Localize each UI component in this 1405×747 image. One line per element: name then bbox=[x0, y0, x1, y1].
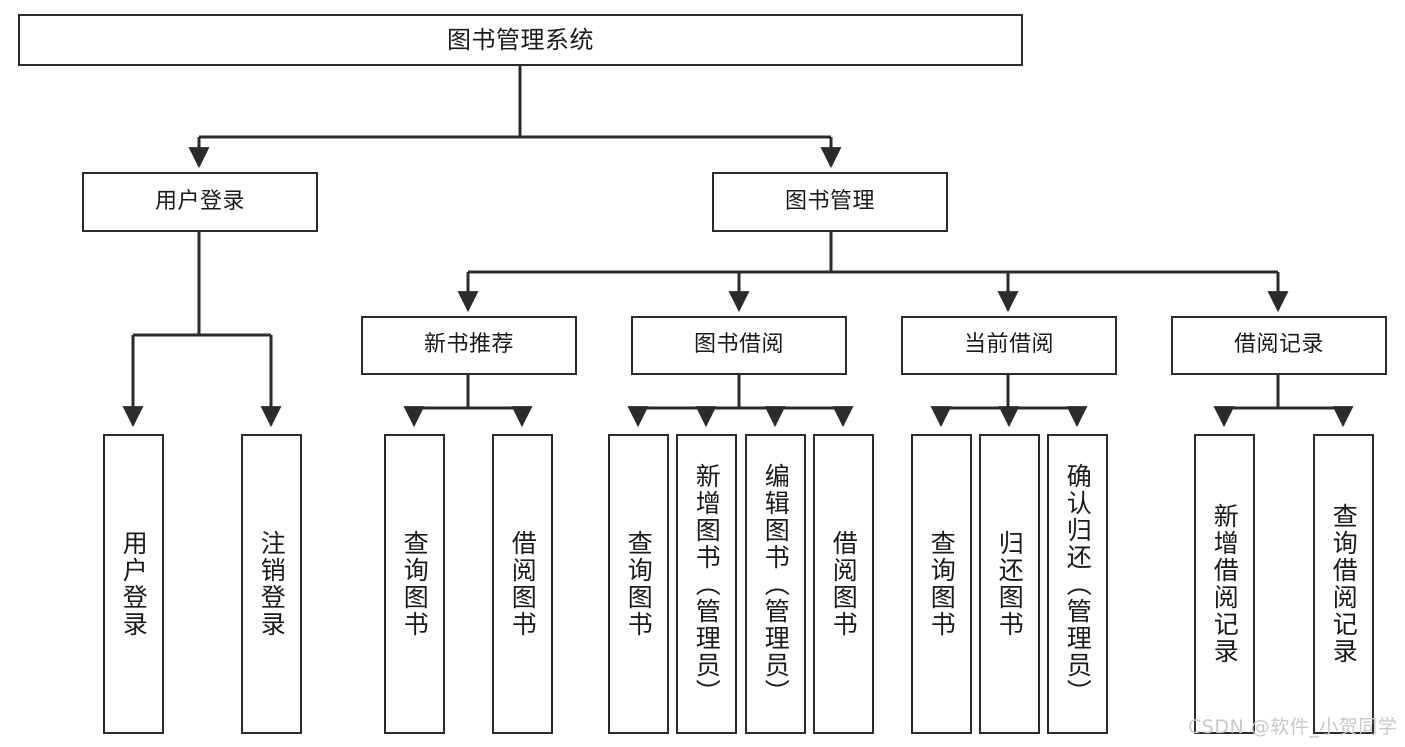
node-leaf-add-record[interactable]: 新增借阅记录 bbox=[1194, 434, 1255, 734]
node-label: 查询图书 bbox=[624, 530, 654, 638]
node-current-borrow[interactable]: 当前借阅 bbox=[901, 316, 1117, 375]
node-leaf-add-book[interactable]: 新增图书（管理员） bbox=[676, 434, 737, 734]
node-leaf-query-book-2[interactable]: 查询图书 bbox=[608, 434, 669, 734]
node-root-book-management-system[interactable]: 图书管理系统 bbox=[18, 14, 1023, 66]
node-label: 编辑图书（管理员） bbox=[761, 462, 791, 706]
node-borrow-record[interactable]: 借阅记录 bbox=[1171, 316, 1387, 375]
node-label: 图书借阅 bbox=[693, 332, 784, 358]
node-label: 图书管理系统 bbox=[447, 25, 594, 54]
node-label: 借阅记录 bbox=[1233, 332, 1324, 358]
node-leaf-borrow-book-2[interactable]: 借阅图书 bbox=[813, 434, 874, 734]
node-label: 当前借阅 bbox=[963, 332, 1054, 358]
node-label: 确认归还（管理员） bbox=[1063, 462, 1093, 706]
node-label: 查询图书 bbox=[400, 530, 430, 638]
node-user-login[interactable]: 用户登录 bbox=[82, 172, 318, 232]
node-leaf-edit-book[interactable]: 编辑图书（管理员） bbox=[745, 434, 806, 734]
node-label: 新增图书（管理员） bbox=[692, 462, 722, 706]
node-label: 查询借阅记录 bbox=[1329, 503, 1359, 665]
node-leaf-confirm-return[interactable]: 确认归还（管理员） bbox=[1047, 434, 1108, 734]
node-label: 注销登录 bbox=[257, 530, 287, 638]
node-leaf-logout-login[interactable]: 注销登录 bbox=[241, 434, 302, 734]
node-label: 借阅图书 bbox=[508, 530, 538, 638]
node-label: 用户登录 bbox=[119, 530, 149, 638]
node-leaf-return-book[interactable]: 归还图书 bbox=[979, 434, 1040, 734]
node-leaf-borrow-book-1[interactable]: 借阅图书 bbox=[492, 434, 553, 734]
node-label: 图书管理 bbox=[784, 188, 875, 214]
node-book-borrow[interactable]: 图书借阅 bbox=[631, 316, 847, 375]
node-label: 新增借阅记录 bbox=[1210, 503, 1240, 665]
node-label: 用户登录 bbox=[154, 188, 245, 214]
node-leaf-user-login[interactable]: 用户登录 bbox=[103, 434, 164, 734]
node-book-management[interactable]: 图书管理 bbox=[712, 172, 948, 232]
node-label: 借阅图书 bbox=[829, 530, 859, 638]
node-leaf-query-book-3[interactable]: 查询图书 bbox=[911, 434, 972, 734]
node-leaf-query-book-1[interactable]: 查询图书 bbox=[384, 434, 445, 734]
node-label: 新书推荐 bbox=[423, 332, 514, 358]
node-label: 归还图书 bbox=[995, 530, 1025, 638]
node-leaf-query-record[interactable]: 查询借阅记录 bbox=[1313, 434, 1374, 734]
node-new-book-recommend[interactable]: 新书推荐 bbox=[361, 316, 577, 375]
node-label: 查询图书 bbox=[927, 530, 957, 638]
